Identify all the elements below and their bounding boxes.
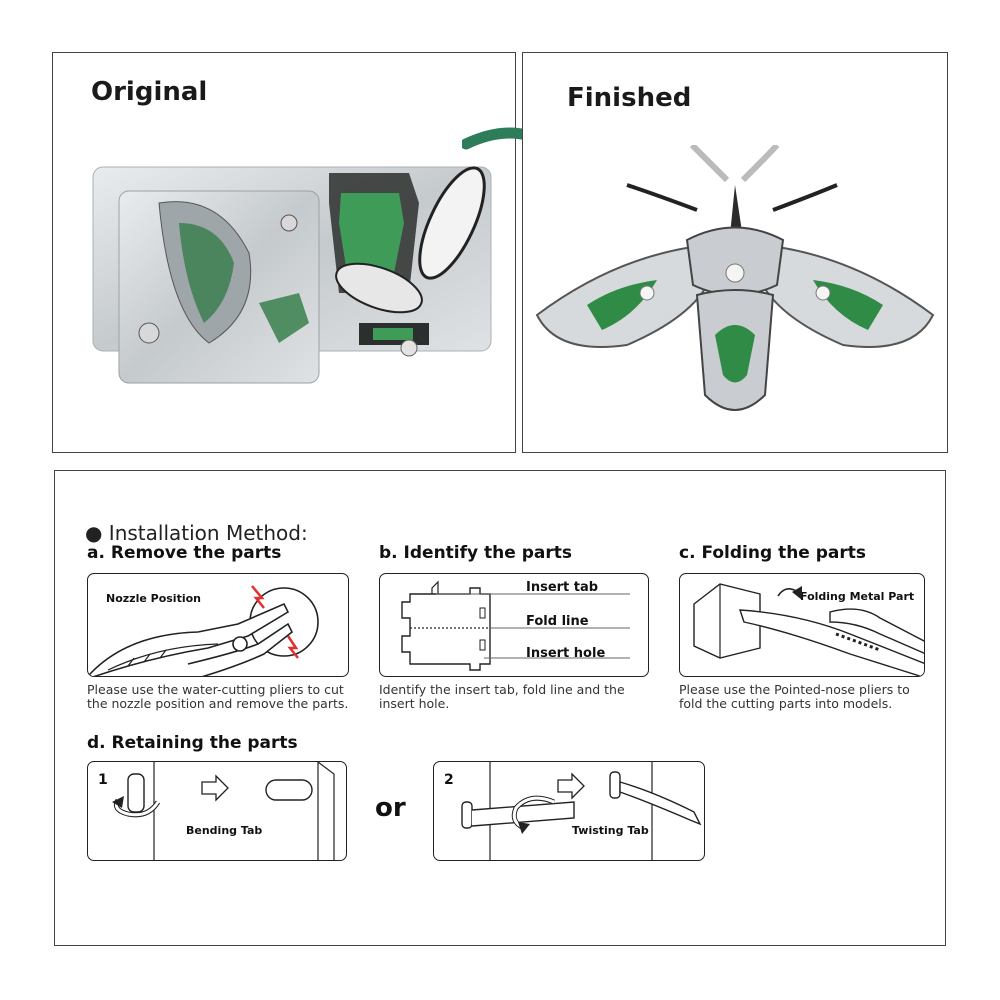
finished-title: Finished: [567, 83, 692, 113]
twisting-tab-box: 2 Twisting Tab: [433, 761, 705, 861]
step-c-caption: Please use the Pointed-nose pliers to fo…: [679, 682, 910, 711]
part-diagram-icon: [401, 580, 630, 671]
twisting-tab-label: Twisting Tab: [572, 824, 649, 837]
step-c-title: c. Folding the parts: [679, 543, 867, 563]
step-a-caption: Please use the water-cutting pliers to c…: [87, 682, 349, 711]
step-d-title: d. Retaining the parts: [87, 733, 298, 753]
original-title: Original: [91, 77, 208, 107]
bending-tab-diagram: [112, 762, 335, 860]
insert-hole-label: Insert hole: [526, 646, 606, 661]
bending-tab-box: 1 Bending Tab: [87, 761, 347, 861]
step-a-box: Nozzle Position: [87, 573, 349, 677]
nozzle-position-label: Nozzle Position: [106, 592, 201, 605]
folding-metal-part-label: Folding Metal Part: [800, 590, 915, 603]
step-c-box: Folding Metal Part: [679, 573, 925, 677]
bending-option-number: 1: [98, 772, 108, 788]
installation-panel: ● Installation Method: a. Remove the par…: [54, 470, 946, 946]
insert-tab-label: Insert tab: [526, 580, 599, 595]
finished-panel: Finished: [522, 52, 948, 453]
finished-beetle-image: [535, 145, 935, 411]
bending-tab-label: Bending Tab: [186, 824, 263, 837]
step-b-box: Insert tab Fold line Insert hole: [379, 573, 649, 677]
or-separator: or: [375, 793, 406, 823]
original-panel: Original: [52, 52, 516, 453]
folding-pliers-icon: [693, 583, 924, 676]
pliers-icon: [89, 585, 319, 676]
step-a-title: a. Remove the parts: [87, 543, 282, 563]
step-b-title: b. Identify the parts: [379, 543, 572, 563]
installation-heading: ● Installation Method:: [85, 521, 308, 545]
step-b-caption: Identify the insert tab, fold line and t…: [379, 682, 625, 711]
twisting-option-number: 2: [444, 772, 454, 788]
twisting-tab-diagram: [461, 762, 702, 860]
fold-line-label: Fold line: [526, 614, 589, 629]
metal-sheet-image: [92, 166, 492, 384]
